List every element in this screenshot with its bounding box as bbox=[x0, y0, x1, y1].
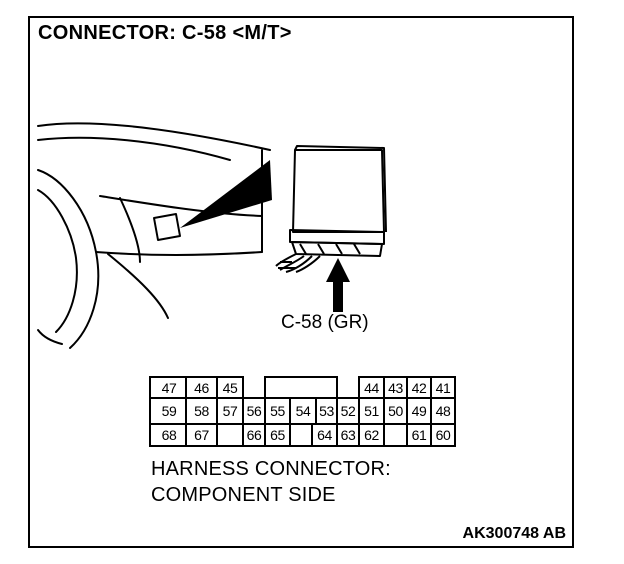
figure-code: AK300748 AB bbox=[462, 525, 566, 542]
pin-46: 46 bbox=[194, 380, 209, 396]
pin-49: 49 bbox=[411, 403, 427, 419]
pointer-wedge bbox=[180, 160, 272, 228]
diagram-title: CONNECTOR: C-58 <M/T> bbox=[38, 22, 292, 44]
pin-63: 63 bbox=[340, 427, 356, 443]
pin-44: 44 bbox=[364, 380, 379, 396]
pin-43: 43 bbox=[388, 380, 403, 396]
diagram-frame bbox=[28, 16, 574, 548]
pin-65: 65 bbox=[270, 427, 285, 443]
pin-67: 67 bbox=[194, 427, 209, 443]
pin-62: 62 bbox=[364, 427, 379, 443]
pin-51: 51 bbox=[364, 403, 379, 419]
harness-wires bbox=[275, 253, 297, 267]
pin-68: 68 bbox=[161, 427, 177, 443]
pin-59: 59 bbox=[161, 403, 177, 419]
pin-61: 61 bbox=[411, 427, 427, 443]
pin-55: 55 bbox=[270, 403, 285, 419]
pin-54: 54 bbox=[295, 403, 311, 419]
connector-callout-label: C-58 (GR) bbox=[281, 312, 369, 333]
pin-56: 56 bbox=[246, 403, 262, 419]
pin-64: 64 bbox=[317, 427, 332, 443]
up-arrow-icon bbox=[326, 258, 350, 312]
connector-housing bbox=[291, 241, 383, 257]
pin-42: 42 bbox=[411, 380, 427, 396]
pin-45: 45 bbox=[222, 380, 238, 396]
pin-66: 66 bbox=[246, 427, 262, 443]
pin-53: 53 bbox=[319, 403, 334, 419]
pin-52: 52 bbox=[340, 403, 356, 419]
pin-41: 41 bbox=[435, 380, 451, 396]
dashboard-outline bbox=[37, 122, 271, 151]
pin-58: 58 bbox=[194, 403, 209, 419]
pin-47: 47 bbox=[161, 380, 177, 396]
caption-line-2: COMPONENT SIDE bbox=[151, 484, 336, 506]
pin-60: 60 bbox=[435, 427, 451, 443]
pin-48: 48 bbox=[435, 403, 451, 419]
pin-57: 57 bbox=[222, 403, 238, 419]
caption-line-1: HARNESS CONNECTOR: bbox=[151, 458, 391, 480]
connector-location-box bbox=[153, 213, 181, 241]
pin-50: 50 bbox=[388, 403, 403, 419]
